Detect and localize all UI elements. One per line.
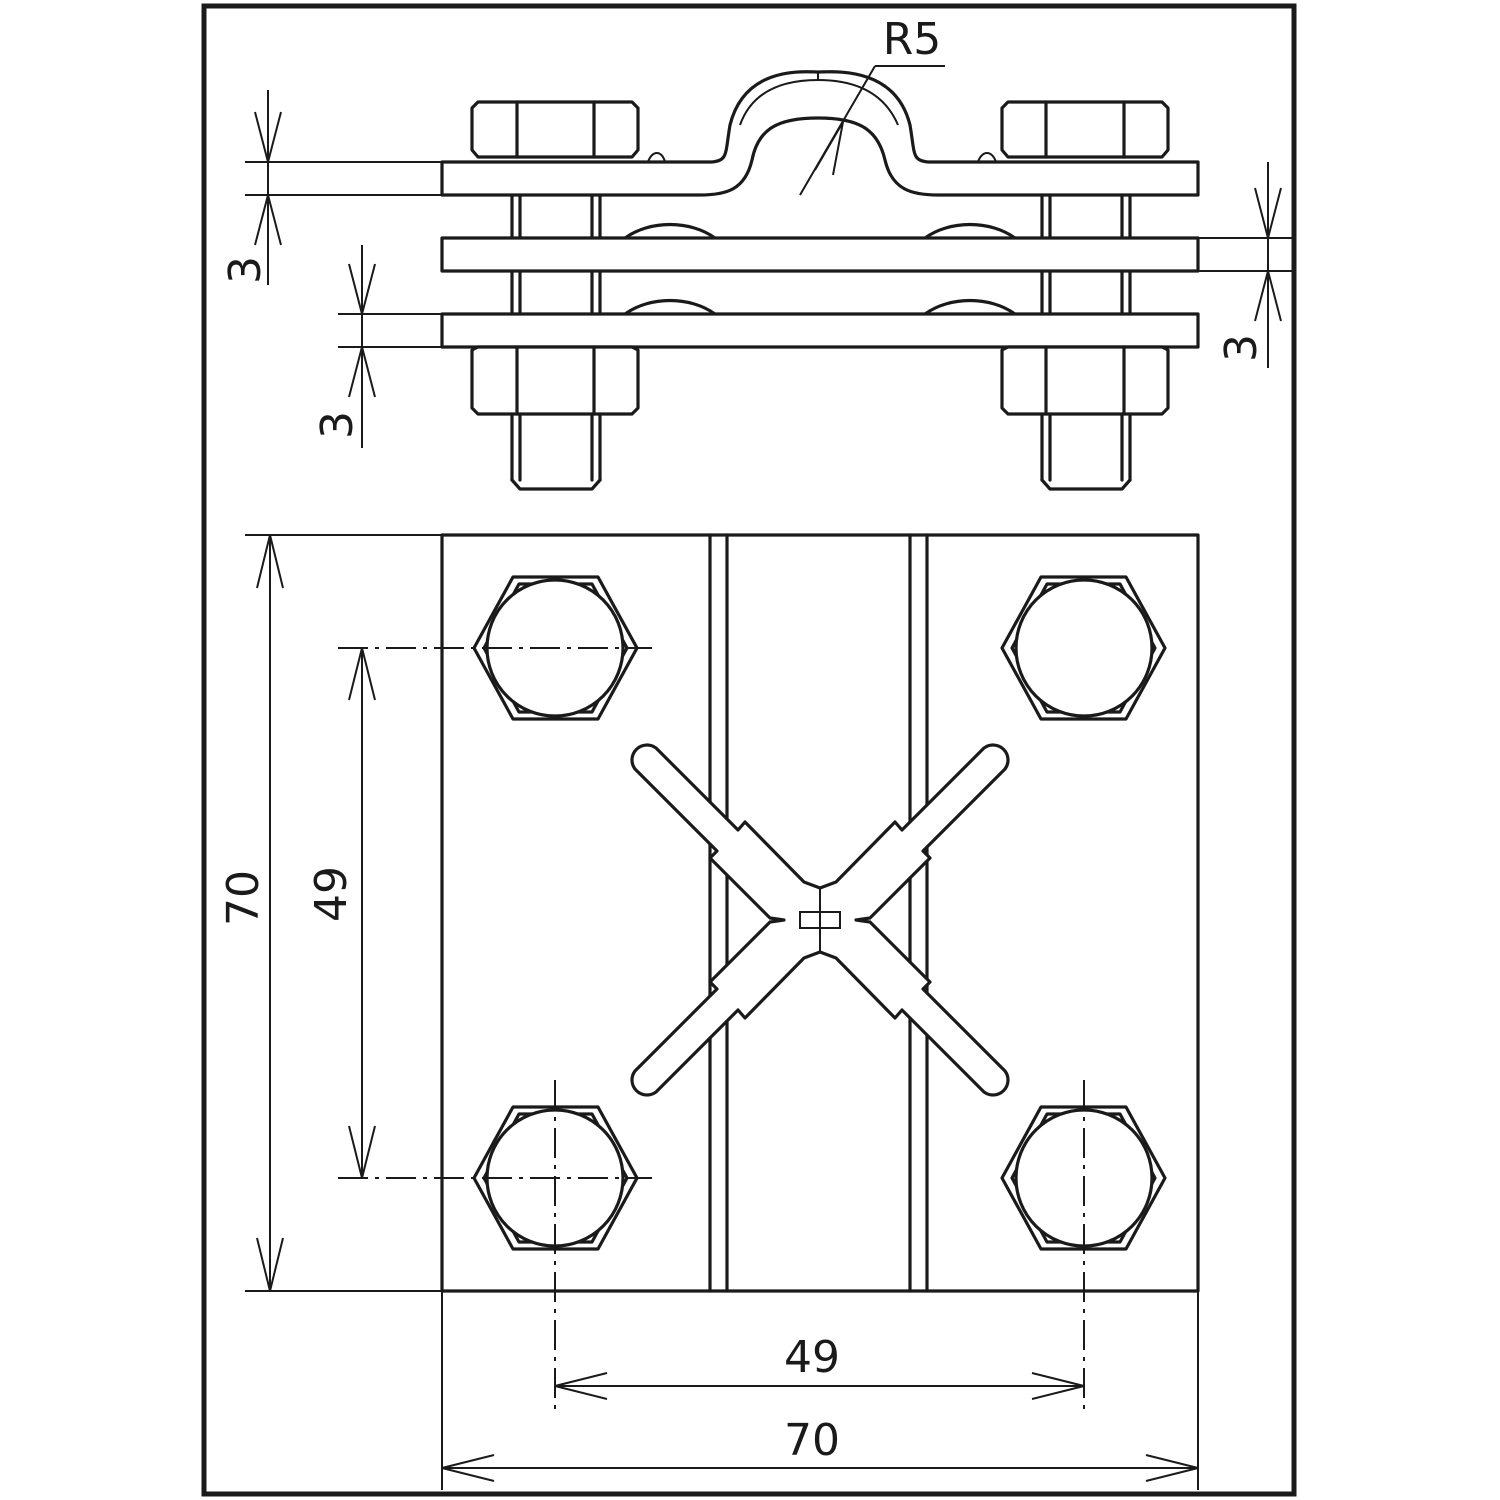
plan-view: 70 49 49 70: [218, 533, 1200, 1490]
cross-ribs: [630, 743, 1010, 1097]
nut-right: [1000, 345, 1170, 416]
plan-height-label: 70: [218, 870, 269, 926]
dim-hole-spacing-horizontal: [554, 1372, 1085, 1400]
dim-plan-height: [245, 534, 442, 1292]
bolt-head-left: [470, 100, 640, 159]
hole-spacing-horizontal-label: 49: [784, 1332, 840, 1383]
dim-plan-width: [441, 1291, 1199, 1490]
dim-bottom-plate-thickness: [338, 245, 442, 448]
hole-spacing-vertical-label: 49: [306, 866, 357, 922]
dim-top-plate-thickness: [245, 90, 442, 285]
nut-left: [470, 345, 640, 416]
centerlines: [338, 647, 1085, 1412]
middle-plate: [440, 236, 1200, 273]
dim-middle-plate-thickness: [1198, 162, 1292, 368]
groove-lines: [708, 533, 929, 1293]
radius-label: R5: [883, 14, 942, 65]
bolt-head-right: [1000, 100, 1170, 159]
dim-hole-spacing-vertical: [348, 647, 376, 1179]
bottom-plate: [440, 312, 1200, 349]
middle-plate-thickness-label: 3: [1216, 334, 1267, 362]
top-plate-thickness-label: 3: [220, 256, 271, 284]
bottom-plate-thickness-label: 3: [312, 411, 363, 439]
radius-leader: [799, 65, 945, 196]
side-view: R5 3 3 3: [220, 14, 1292, 491]
drawing-frame: [201, 3, 1297, 1497]
contact-bumps: [623, 223, 1017, 316]
hex-bolt-top-right: [1000, 575, 1167, 721]
base-plate-outline: [440, 533, 1200, 1293]
plan-width-label: 70: [784, 1415, 840, 1466]
top-saddle-plate: [440, 70, 1200, 197]
